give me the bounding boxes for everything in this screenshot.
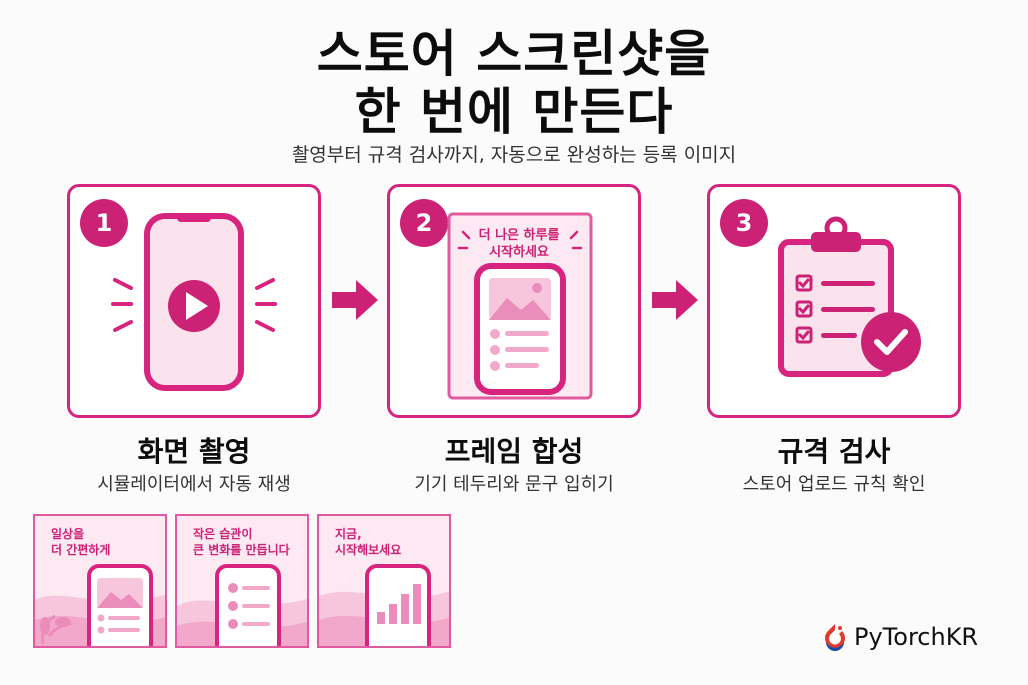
thumbnail-3: 지금, 시작해보세요 xyxy=(317,514,451,648)
pytorchkr-logo-icon xyxy=(825,624,845,651)
thumbnail-3-text: 지금, 시작해보세요 xyxy=(335,527,402,557)
step-title-2: 프레임 합성 xyxy=(444,435,584,468)
step-desc-2: 기기 테두리와 문구 입히기 xyxy=(414,474,614,495)
arrow-right-icon xyxy=(332,280,378,320)
thumbnail-1: 일상을 더 간편하게 xyxy=(33,514,167,648)
phone-bar-chart-icon xyxy=(319,564,449,646)
step-badge-1: 1 xyxy=(80,199,128,247)
step-card-1: 1 xyxy=(67,184,321,418)
phone-play-icon xyxy=(111,213,277,391)
main-title-line-2: 한 번에 만든다 xyxy=(354,83,674,141)
step-title-1: 화면 촬영 xyxy=(137,435,251,468)
clipboard-check-icon xyxy=(778,216,921,377)
arrow-right-icon xyxy=(652,280,698,320)
step-card-2: 2 더 나은 하루를 시작하세요 xyxy=(387,184,641,418)
subtitle: 촬영부터 규격 검사까지, 자동으로 완성하는 등록 이미지 xyxy=(291,144,737,166)
step-badge-2: 2 xyxy=(400,199,448,247)
step-title-3: 규격 검사 xyxy=(777,435,891,468)
brand: PyTorchKR xyxy=(822,622,978,652)
phone-image-icon xyxy=(35,564,165,646)
step-card-3: 3 xyxy=(707,184,961,418)
step-desc-1: 시뮬레이터에서 자동 재생 xyxy=(97,474,291,495)
main-title-line-1: 스토어 스크린샷을 xyxy=(316,25,712,83)
thumbnail-1-text: 일상을 더 간편하게 xyxy=(51,527,111,557)
phone-checklist-icon xyxy=(177,564,307,646)
phone-caption: 더 나은 하루를 시작하세요 xyxy=(478,228,560,260)
step-desc-3: 스토어 업로드 규칙 확인 xyxy=(742,474,926,495)
thumbnail-2: 작은 습관이 큰 변화를 만듭니다 xyxy=(175,514,309,648)
step-badge-3: 3 xyxy=(720,199,768,247)
thumbnail-2-text: 작은 습관이 큰 변화를 만듭니다 xyxy=(193,527,290,557)
brand-name: PyTorchKR xyxy=(854,623,979,651)
framed-phone-icon xyxy=(447,212,593,400)
